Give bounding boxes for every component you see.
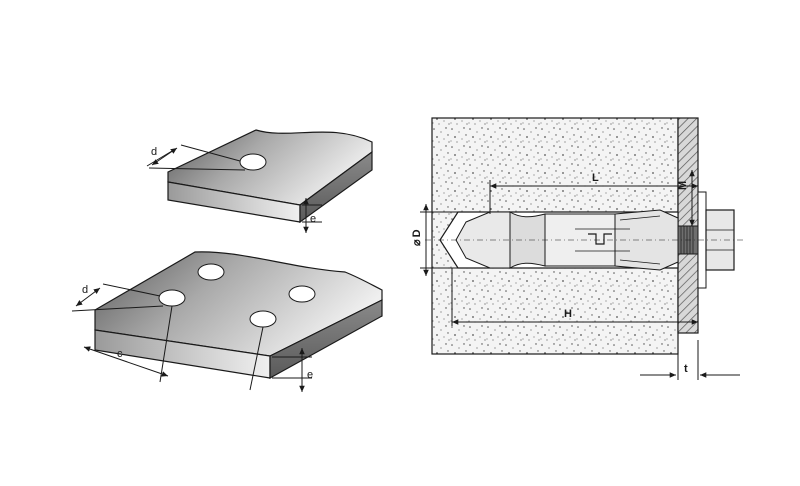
multi-d-dimension: d [71,283,164,312]
multi-plate-hole-4 [249,310,277,328]
svg-text:⌀D: ⌀D [411,229,423,246]
multi-plate-hole-3 [288,285,316,303]
anchor-cross-section: L M ⌀D H t [411,117,745,380]
single-plate-hole [239,153,267,171]
M-label: M [677,181,689,190]
D-dimension: ⌀D [411,204,460,276]
D-label: D [411,229,423,237]
diameter-symbol: ⌀ [411,239,423,246]
single-e-dimension: e [302,198,322,233]
multi-c-dimension: c [83,305,264,391]
L-dimension: L [489,172,698,214]
t-label: t [684,363,688,375]
anchor-body [455,209,679,271]
multi-c-label: c [117,348,123,360]
single-plate-top-face [167,129,373,206]
single-d-dimension: d [146,144,246,171]
multi-e-dimension: e [272,348,313,392]
multi-plate-hole-2 [158,289,186,307]
t-dimension: t [640,340,740,380]
M-dimension: M [677,170,695,226]
multi-e-label: e [307,369,313,381]
multi-hole-plate: d c e [71,251,383,392]
single-hole-plate: d e [146,129,373,233]
multi-plate-top-face [94,251,383,357]
H-dimension: H [451,268,698,326]
L-label: L [592,172,599,184]
multi-plate-hole-1 [197,263,225,281]
single-d-label: d [151,146,157,158]
single-e-label: e [310,213,316,225]
multi-plate-side-face [269,299,383,380]
multi-d-label: d [82,284,88,296]
H-label: H [564,308,572,320]
